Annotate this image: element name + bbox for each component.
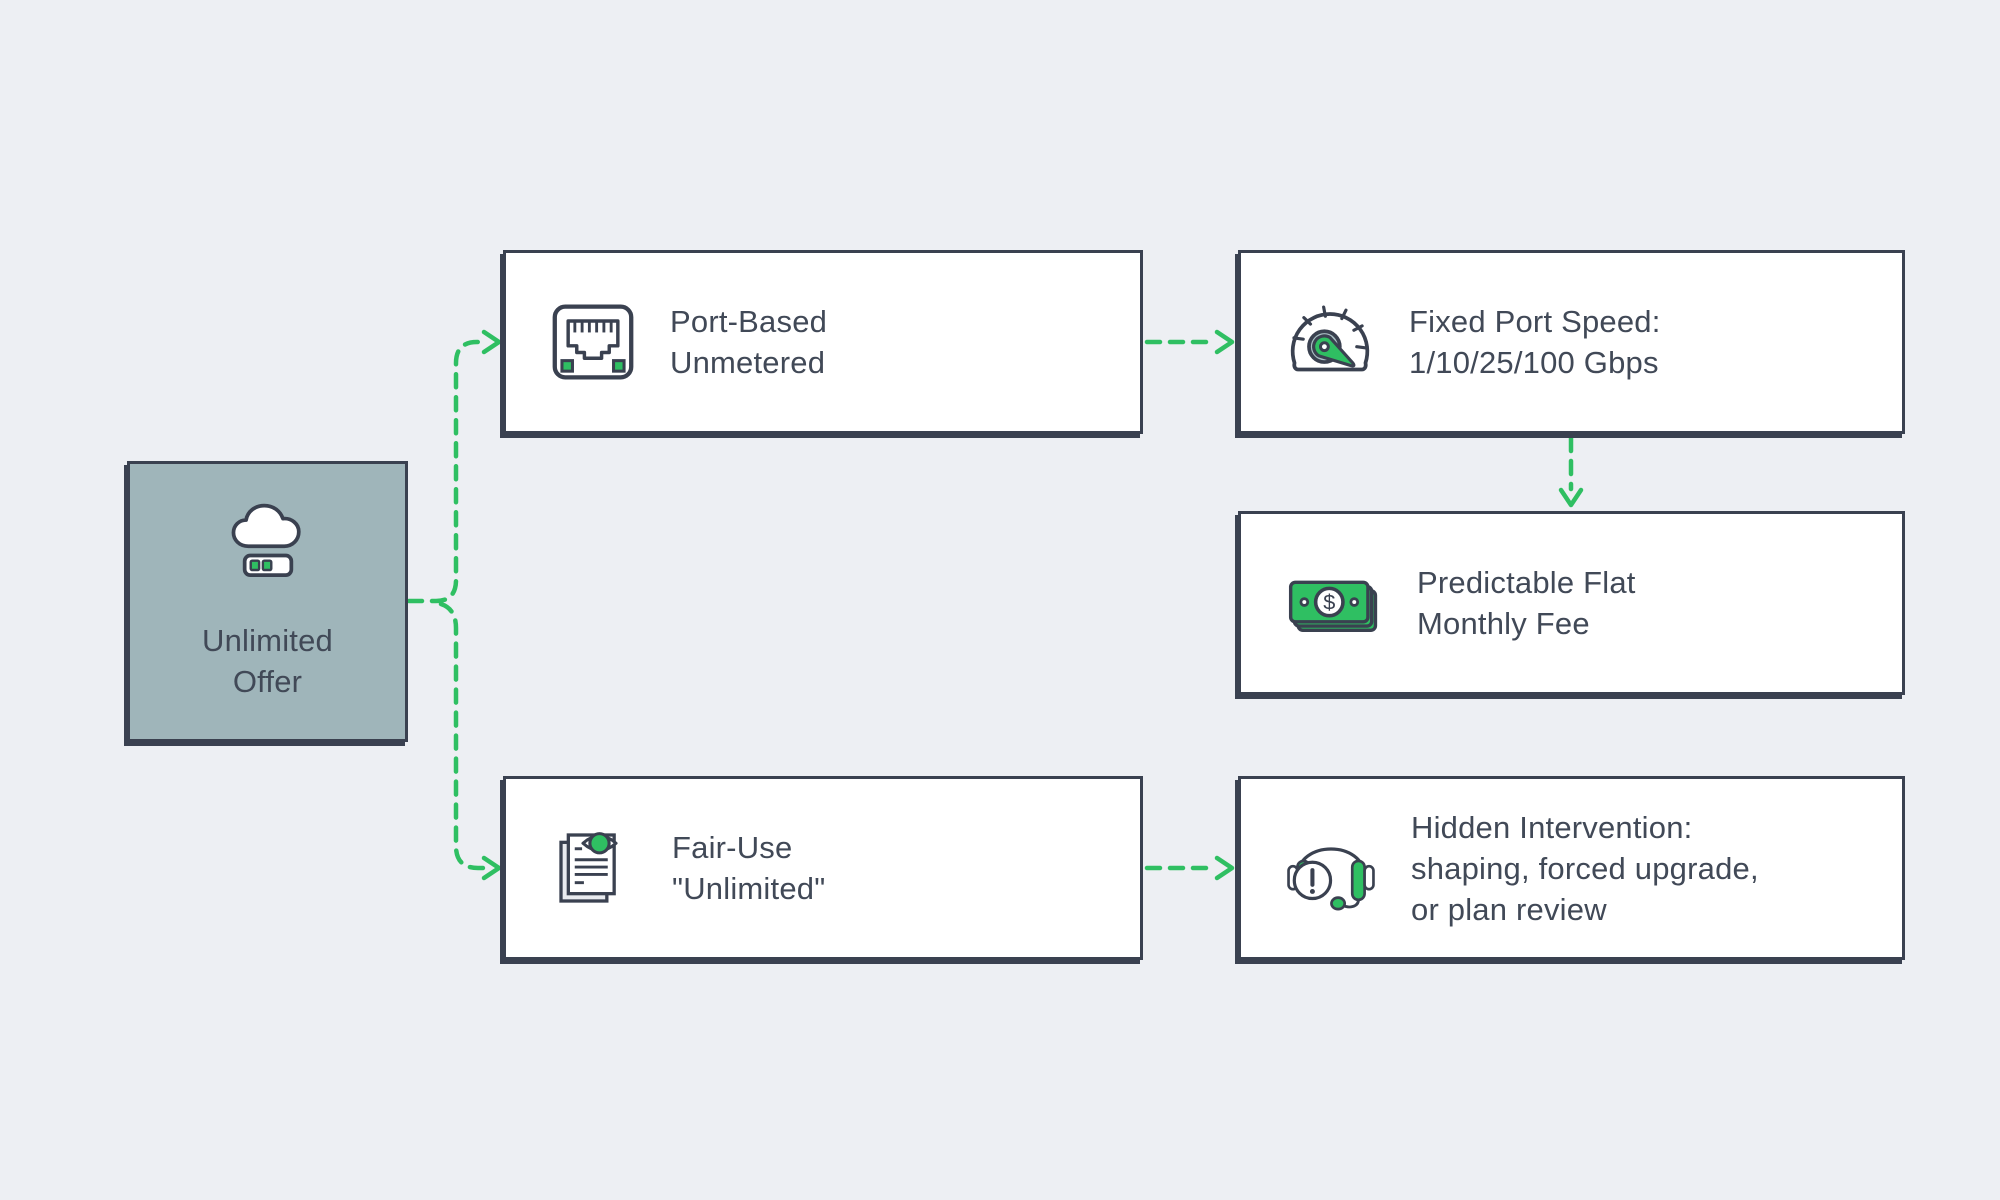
node-fixed-port-speed: Fixed Port Speed: 1/10/25/100 Gbps bbox=[1238, 250, 1905, 434]
node-label: Hidden Intervention: shaping, forced upg… bbox=[1411, 809, 1759, 927]
node-label: Unlimited Offer bbox=[201, 622, 333, 699]
node-label: Fixed Port Speed: 1/10/25/100 Gbps bbox=[1409, 304, 1661, 380]
node-predictable-flat-fee: $ Predictable Flat Monthly Fee bbox=[1238, 511, 1905, 695]
cloud-server-icon bbox=[231, 503, 301, 577]
connector-fair-use-to-hidden-intervention bbox=[1144, 855, 1235, 881]
connector-fixed-speed-to-flat-fee bbox=[1558, 435, 1584, 508]
connector-port-based-to-fixed-speed bbox=[1144, 329, 1235, 355]
ethernet-port-icon bbox=[552, 304, 634, 380]
headset-alert-icon bbox=[1287, 847, 1375, 911]
money-icon: $ bbox=[1288, 580, 1378, 633]
node-fair-use-unlimited: Fair-Use "Unlimited" bbox=[503, 776, 1143, 960]
document-eye-icon bbox=[559, 832, 618, 903]
node-label: Predictable Flat Monthly Fee bbox=[1417, 565, 1636, 641]
node-hidden-intervention: Hidden Intervention: shaping, forced upg… bbox=[1238, 776, 1905, 960]
speedometer-icon bbox=[1290, 305, 1370, 372]
node-unlimited-offer: Unlimited Offer bbox=[127, 461, 408, 742]
node-port-based-unmetered: Port-Based Unmetered bbox=[503, 250, 1143, 434]
node-label: Fair-Use "Unlimited" bbox=[672, 830, 826, 906]
connector-root-to-fair-use bbox=[438, 601, 502, 881]
connector-root-to-port-based bbox=[406, 329, 502, 604]
dollar-sign: $ bbox=[1323, 590, 1335, 615]
node-label: Port-Based Unmetered bbox=[670, 304, 828, 380]
